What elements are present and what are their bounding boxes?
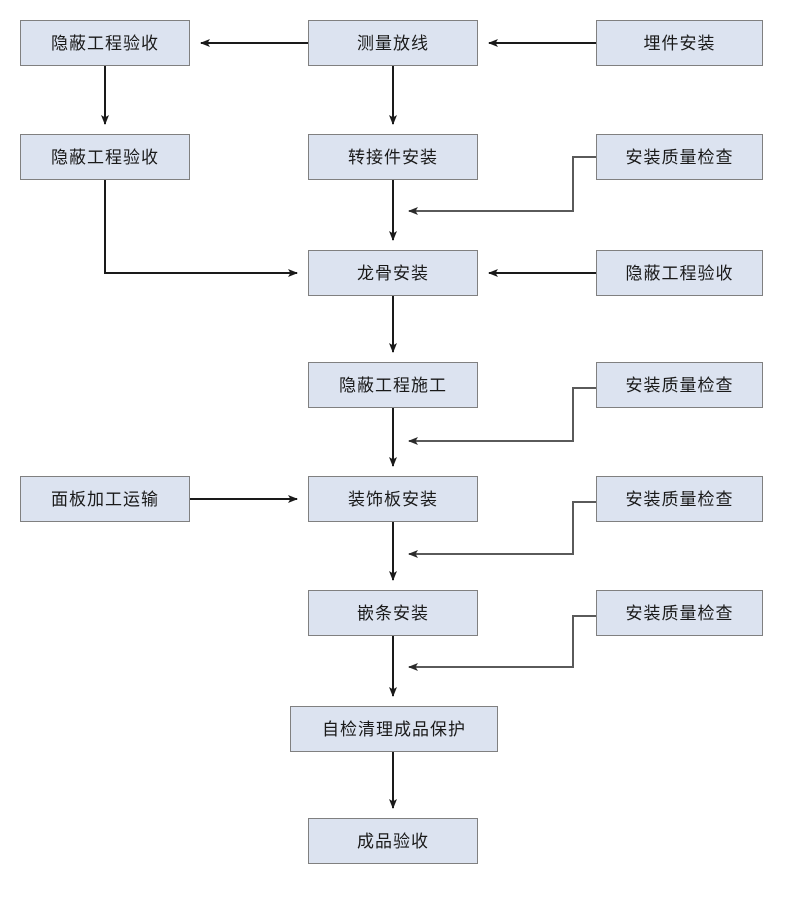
node-anzhuang-zhiliang-jiancha-2[interactable]: 安装质量检查 bbox=[596, 362, 763, 408]
node-label: 面板加工运输 bbox=[51, 489, 159, 509]
node-label: 成品验收 bbox=[357, 831, 429, 851]
node-yinbi-gongcheng-yanshou-3[interactable]: 隐蔽工程验收 bbox=[596, 250, 763, 296]
node-label: 隐蔽工程验收 bbox=[625, 263, 734, 283]
node-label: 测量放线 bbox=[357, 33, 429, 53]
edge-yanshou2-to-longgu bbox=[104, 180, 298, 277]
node-label: 龙骨安装 bbox=[357, 263, 429, 283]
node-yinbi-gongcheng-yanshou-2[interactable]: 隐蔽工程验收 bbox=[20, 134, 190, 180]
node-zhuangshiban-anzhuang[interactable]: 装饰板安装 bbox=[308, 476, 478, 522]
node-celiang-fangxian[interactable]: 测量放线 bbox=[308, 20, 478, 66]
node-label: 埋件安装 bbox=[643, 33, 716, 53]
node-label: 隐蔽工程验收 bbox=[51, 147, 159, 167]
node-label: 安装质量检查 bbox=[625, 375, 734, 395]
node-label: 转接件安装 bbox=[348, 147, 438, 167]
node-label: 隐蔽工程施工 bbox=[339, 375, 447, 395]
node-label: 装饰板安装 bbox=[348, 489, 438, 509]
node-anzhuang-zhiliang-jiancha-4[interactable]: 安装质量检查 bbox=[596, 590, 763, 636]
node-anzhuang-zhiliang-jiancha-3[interactable]: 安装质量检查 bbox=[596, 476, 763, 522]
node-label: 隐蔽工程验收 bbox=[51, 33, 159, 53]
node-zhuanjiejian-anzhuang[interactable]: 转接件安装 bbox=[308, 134, 478, 180]
node-mianban-jiagong-yunshu[interactable]: 面板加工运输 bbox=[20, 476, 190, 522]
node-label: 安装质量检查 bbox=[625, 489, 734, 509]
node-yinbi-gongcheng-shigong[interactable]: 隐蔽工程施工 bbox=[308, 362, 478, 408]
node-qiantiao-anzhuang[interactable]: 嵌条安装 bbox=[308, 590, 478, 636]
node-chengpin-yanshou[interactable]: 成品验收 bbox=[308, 818, 478, 864]
node-yinbi-gongcheng-yanshou-1[interactable]: 隐蔽工程验收 bbox=[20, 20, 190, 66]
node-maijian-anzhuang[interactable]: 埋件安装 bbox=[596, 20, 763, 66]
node-longgu-anzhuang[interactable]: 龙骨安装 bbox=[308, 250, 478, 296]
node-label: 安装质量检查 bbox=[625, 603, 734, 623]
node-label: 自检清理成品保护 bbox=[322, 719, 466, 739]
node-zijian-qingli-chengpin-baohu[interactable]: 自检清理成品保护 bbox=[290, 706, 498, 752]
node-anzhuang-zhiliang-jiancha-1[interactable]: 安装质量检查 bbox=[596, 134, 763, 180]
node-label: 安装质量检查 bbox=[625, 147, 734, 167]
node-label: 嵌条安装 bbox=[357, 603, 429, 623]
